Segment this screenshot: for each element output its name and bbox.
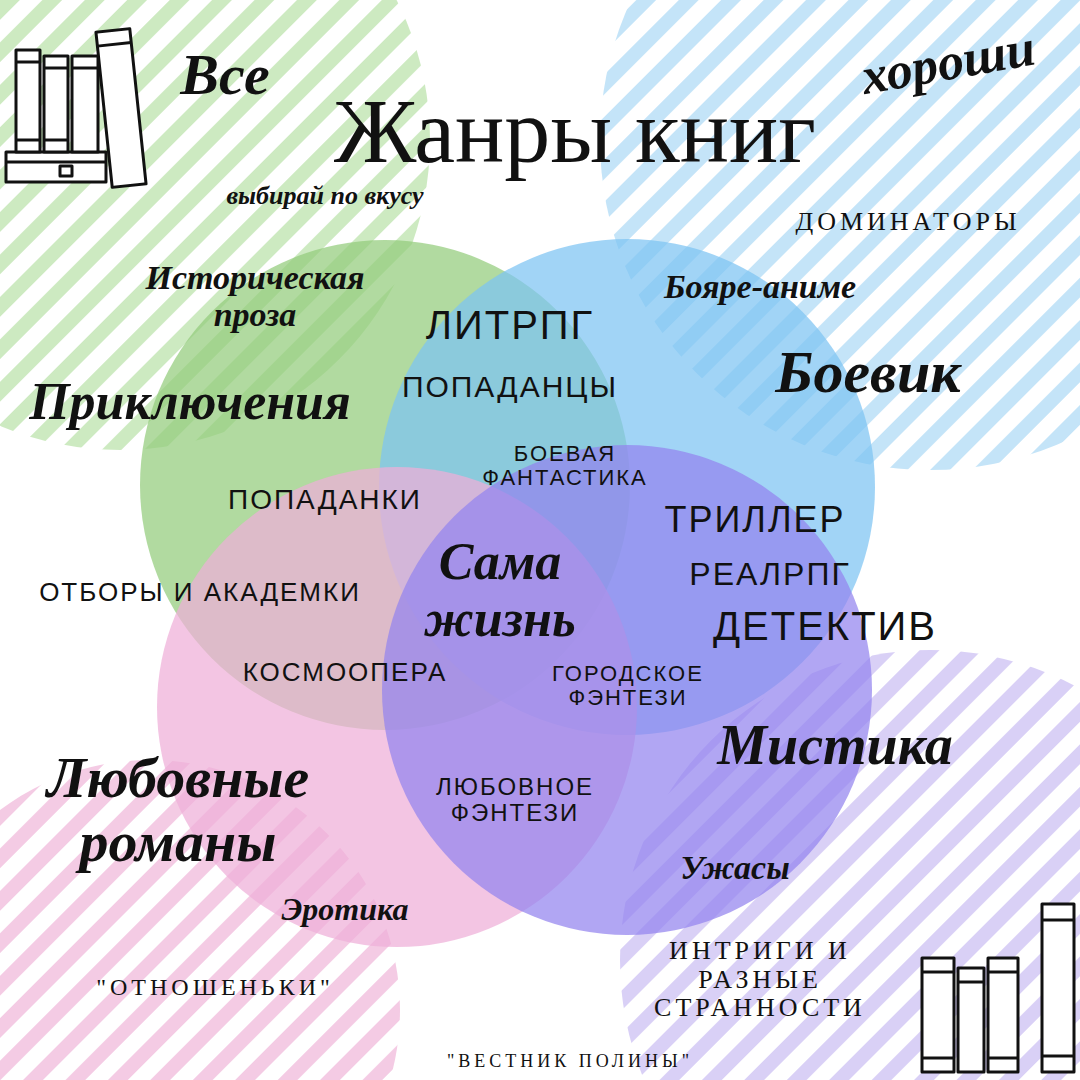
genre-heading: Боевик — [775, 339, 960, 405]
genre-label: выбирай по вкусу — [226, 182, 423, 211]
genre-label: "ОТНОШЕНЬКИ" — [96, 974, 334, 1000]
books-icon — [922, 904, 1074, 1072]
diagram-title: Жанры книг — [334, 81, 816, 182]
genre-name: Историческая проза — [125, 259, 385, 334]
circle-fill — [382, 445, 872, 935]
genre-heading: Приключения — [29, 373, 351, 430]
genre-label: ИНТРИГИ И РАЗНЫЕ СТРАННОСТИ — [625, 937, 895, 1023]
genre-label: Все — [180, 43, 269, 107]
genre-label: ДЕТЕКТИВ — [713, 604, 937, 648]
genre-label: ДОМИНАТОРЫ — [795, 208, 1020, 237]
genre-label: ОТБОРЫ И АКАДЕМКИ — [39, 578, 361, 607]
genre-label: "ВЕСТНИК ПОЛИНЫ" — [447, 1052, 693, 1072]
genre-label: ПОПАДАНКИ — [228, 485, 422, 516]
genre-label: хороши — [857, 19, 1039, 106]
genre-label: ПОПАДАНЦЫ — [402, 370, 618, 403]
genre-label: ГОРОДСКОЕ ФЭНТЕЗИ — [528, 662, 728, 710]
genre-label: ТРИЛЛЕР — [664, 500, 845, 540]
genre-label: ЛИТРПГ — [426, 303, 595, 347]
genre-label: ЛЮБОВНОЕ ФЭНТЕЗИ — [420, 774, 610, 827]
genre-label: РЕАЛРПГ — [689, 557, 850, 592]
genre-name: Бояре-аниме — [664, 268, 856, 305]
genre-label: КОСМООПЕРА — [243, 658, 448, 687]
genre-heading: Мистика — [717, 715, 952, 777]
books-icon — [6, 29, 146, 188]
genre-label: БОЕВАЯ ФАНТАСТИКА — [465, 442, 665, 490]
genre-name: Эротика — [282, 892, 409, 927]
genre-label: Сама жизнь — [400, 533, 600, 647]
genre-heading: Любовные романы — [28, 746, 328, 874]
genre-name: Ужасы — [680, 849, 790, 886]
